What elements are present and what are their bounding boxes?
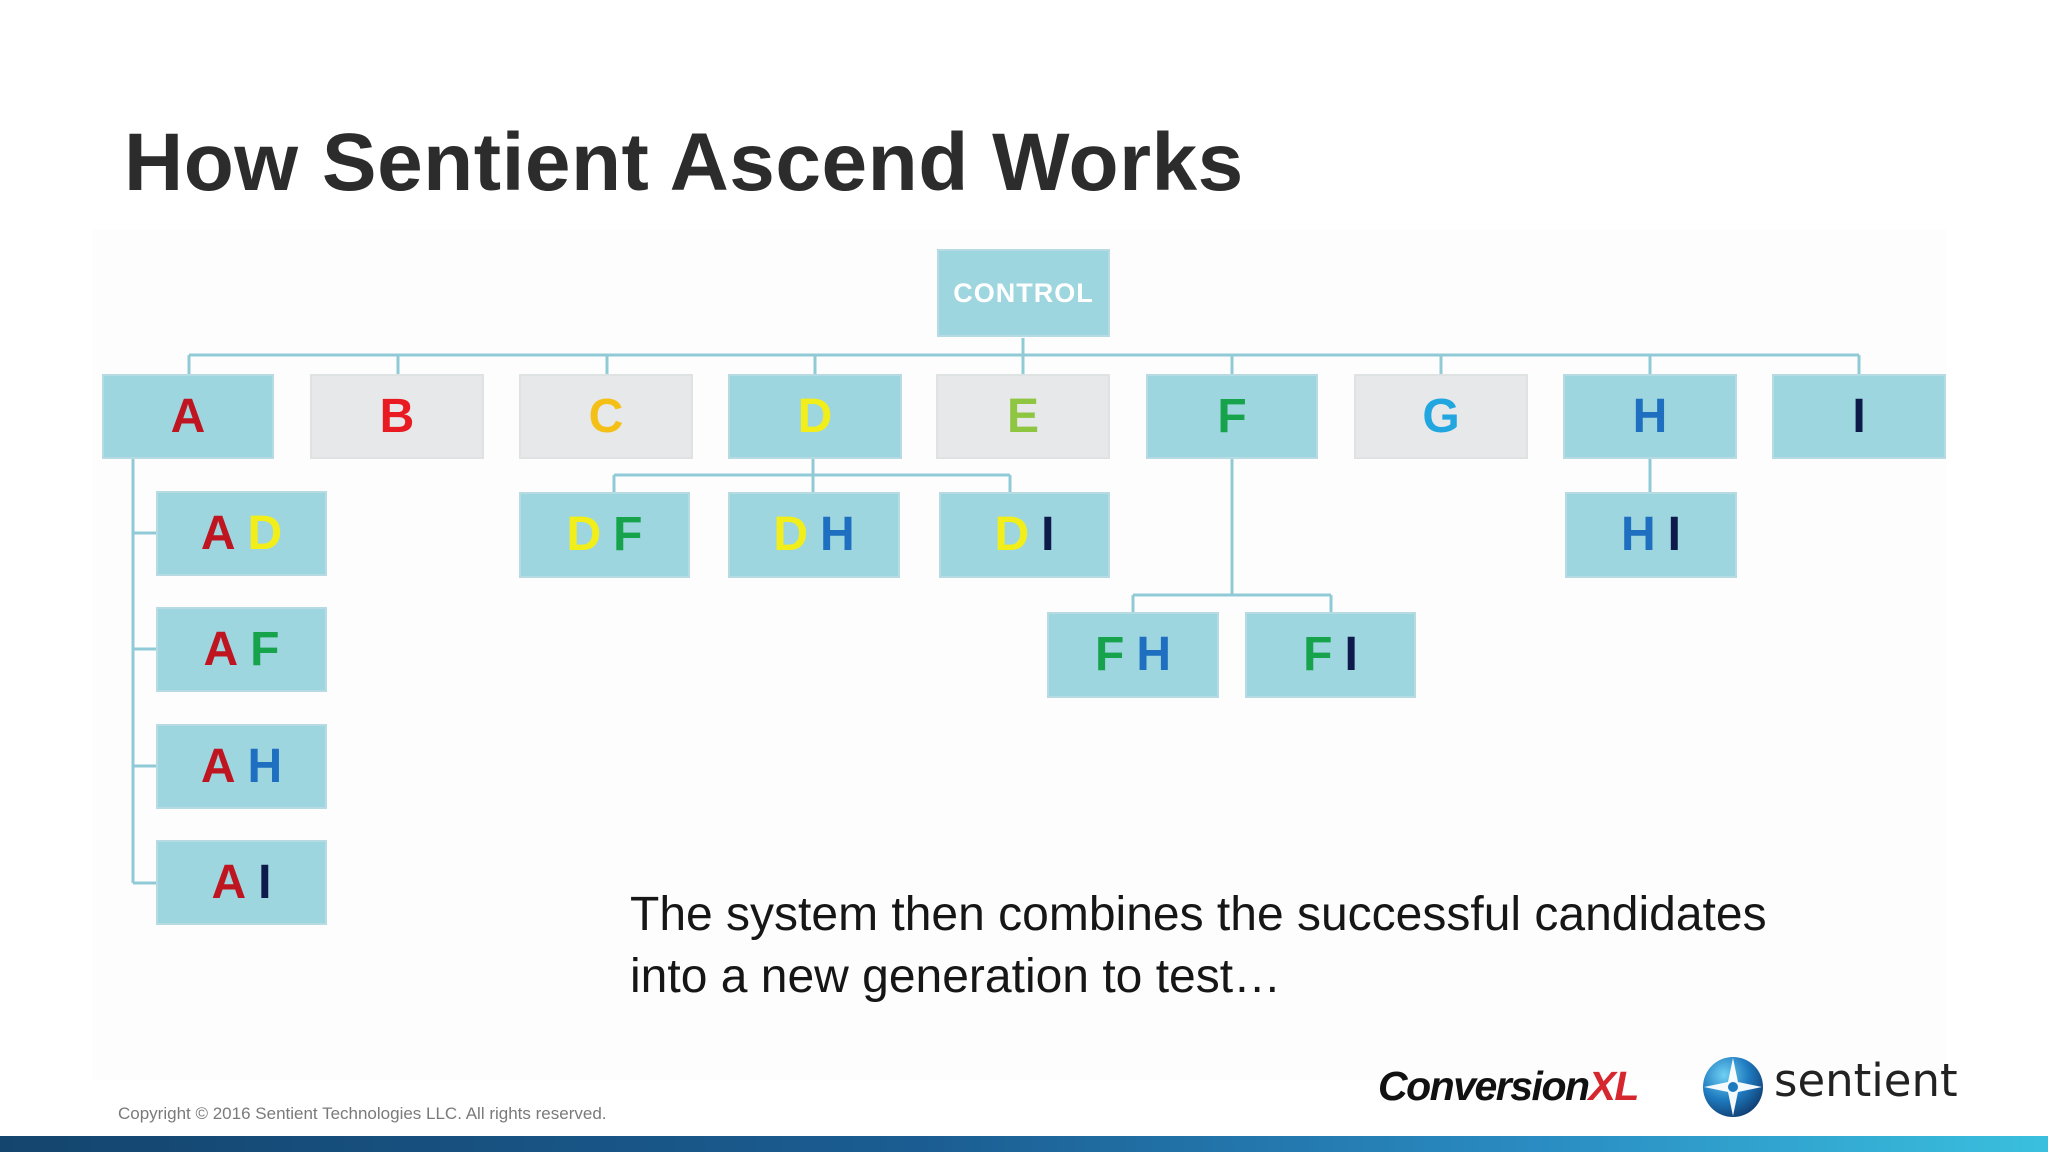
connector-f-children <box>1131 459 1333 612</box>
node-dh: D H <box>728 492 900 578</box>
node-letter: D <box>797 389 833 443</box>
node-c: C <box>519 374 693 459</box>
bottom-accent-bar <box>0 1136 2048 1152</box>
node-di: D I <box>939 492 1110 578</box>
node-letter: F <box>1303 628 1333 681</box>
node-g: G <box>1354 374 1528 459</box>
node-letter: A <box>200 739 236 793</box>
node-letter: I <box>1667 508 1681 561</box>
node-letter: I <box>1852 389 1866 443</box>
node-letter: H <box>820 508 855 561</box>
node-hi: H I <box>1565 492 1737 578</box>
conversionxl-logo-accent: XL <box>1588 1063 1640 1109</box>
node-letter: F <box>1095 628 1125 681</box>
conversionxl-logo: ConversionXL <box>1378 1063 1640 1110</box>
node-letter: C <box>588 389 624 443</box>
control-node: CONTROL <box>937 249 1110 337</box>
slide-caption: The system then combines the successful … <box>630 884 1767 1008</box>
node-df: D F <box>519 492 690 578</box>
node-e: E <box>936 374 1110 459</box>
node-letter: I <box>1041 508 1055 561</box>
node-letter: A <box>200 506 236 560</box>
node-d: D <box>728 374 902 459</box>
node-letter: A <box>203 622 239 676</box>
node-letter: G <box>1422 389 1460 443</box>
caption-line-1: The system then combines the successful … <box>630 888 1767 941</box>
control-label: CONTROL <box>953 277 1094 308</box>
node-fi: F I <box>1245 612 1416 698</box>
node-letter: H <box>1632 389 1668 443</box>
node-letter: H <box>1136 628 1171 681</box>
node-letter: H <box>1620 508 1656 561</box>
node-fh: F H <box>1047 612 1219 698</box>
sentient-logo-icon <box>1703 1057 1763 1117</box>
node-letter: H <box>247 739 283 793</box>
node-letter: A <box>211 855 247 909</box>
node-a: A <box>102 374 274 459</box>
node-letter: D <box>566 508 602 561</box>
node-letter: A <box>170 389 206 443</box>
conversionxl-logo-text: Conversion <box>1378 1063 1590 1109</box>
caption-line-2: into a new generation to test… <box>630 950 1282 1003</box>
node-ah: A H <box>156 724 327 809</box>
node-letter: F <box>613 508 643 561</box>
node-f: F <box>1146 374 1318 459</box>
connector-d-children <box>612 459 1012 492</box>
node-af: A F <box>156 607 327 692</box>
node-letter: I <box>258 855 272 909</box>
node-letter: F <box>250 622 280 676</box>
node-ad: A D <box>156 491 327 576</box>
connector-control-to-generation1 <box>187 338 1861 374</box>
node-i: I <box>1772 374 1946 459</box>
slide-title: How Sentient Ascend Works <box>124 117 1244 208</box>
node-ai: A I <box>156 840 327 925</box>
node-letter: D <box>994 508 1030 561</box>
node-b: B <box>310 374 484 459</box>
node-letter: F <box>1217 389 1247 443</box>
sentient-logo-text: sentient <box>1774 1054 1958 1107</box>
node-letter: D <box>773 508 808 561</box>
node-letter: D <box>247 506 283 560</box>
copyright-text: Copyright © 2016 Sentient Technologies L… <box>118 1104 607 1123</box>
node-letter: E <box>1006 389 1039 443</box>
connector-a-children <box>131 459 157 885</box>
node-letter: I <box>1344 628 1358 681</box>
node-h: H <box>1563 374 1737 459</box>
node-letter: B <box>379 389 415 443</box>
diagram-background <box>92 230 1947 1080</box>
